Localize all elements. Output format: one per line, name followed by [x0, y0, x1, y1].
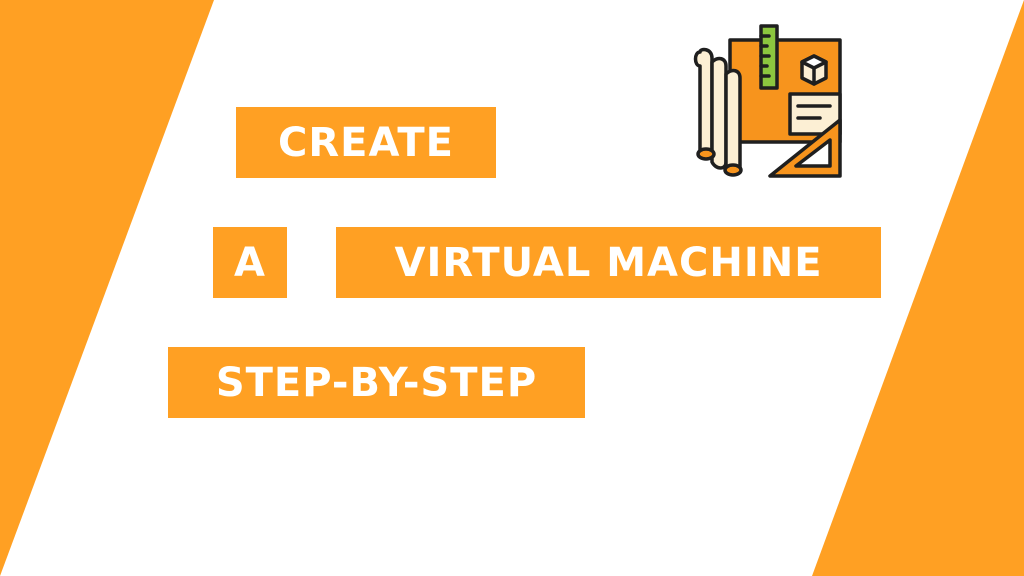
title-word-virtual-machine-text: VIRTUAL MACHINE [394, 239, 823, 286]
title-word-step-by-step: STEP-BY-STEP [168, 347, 585, 418]
blueprint-design-tools-icon [690, 22, 850, 182]
title-word-step-by-step-text: STEP-BY-STEP [215, 359, 538, 406]
right-orange-parallelogram [812, 0, 1024, 576]
title-word-create: CREATE [236, 107, 496, 178]
title-word-a-text: A [234, 239, 266, 286]
title-word-create-text: CREATE [278, 119, 454, 166]
title-word-a: A [213, 227, 287, 298]
title-word-virtual-machine: VIRTUAL MACHINE [336, 227, 881, 298]
left-orange-parallelogram [0, 0, 214, 576]
